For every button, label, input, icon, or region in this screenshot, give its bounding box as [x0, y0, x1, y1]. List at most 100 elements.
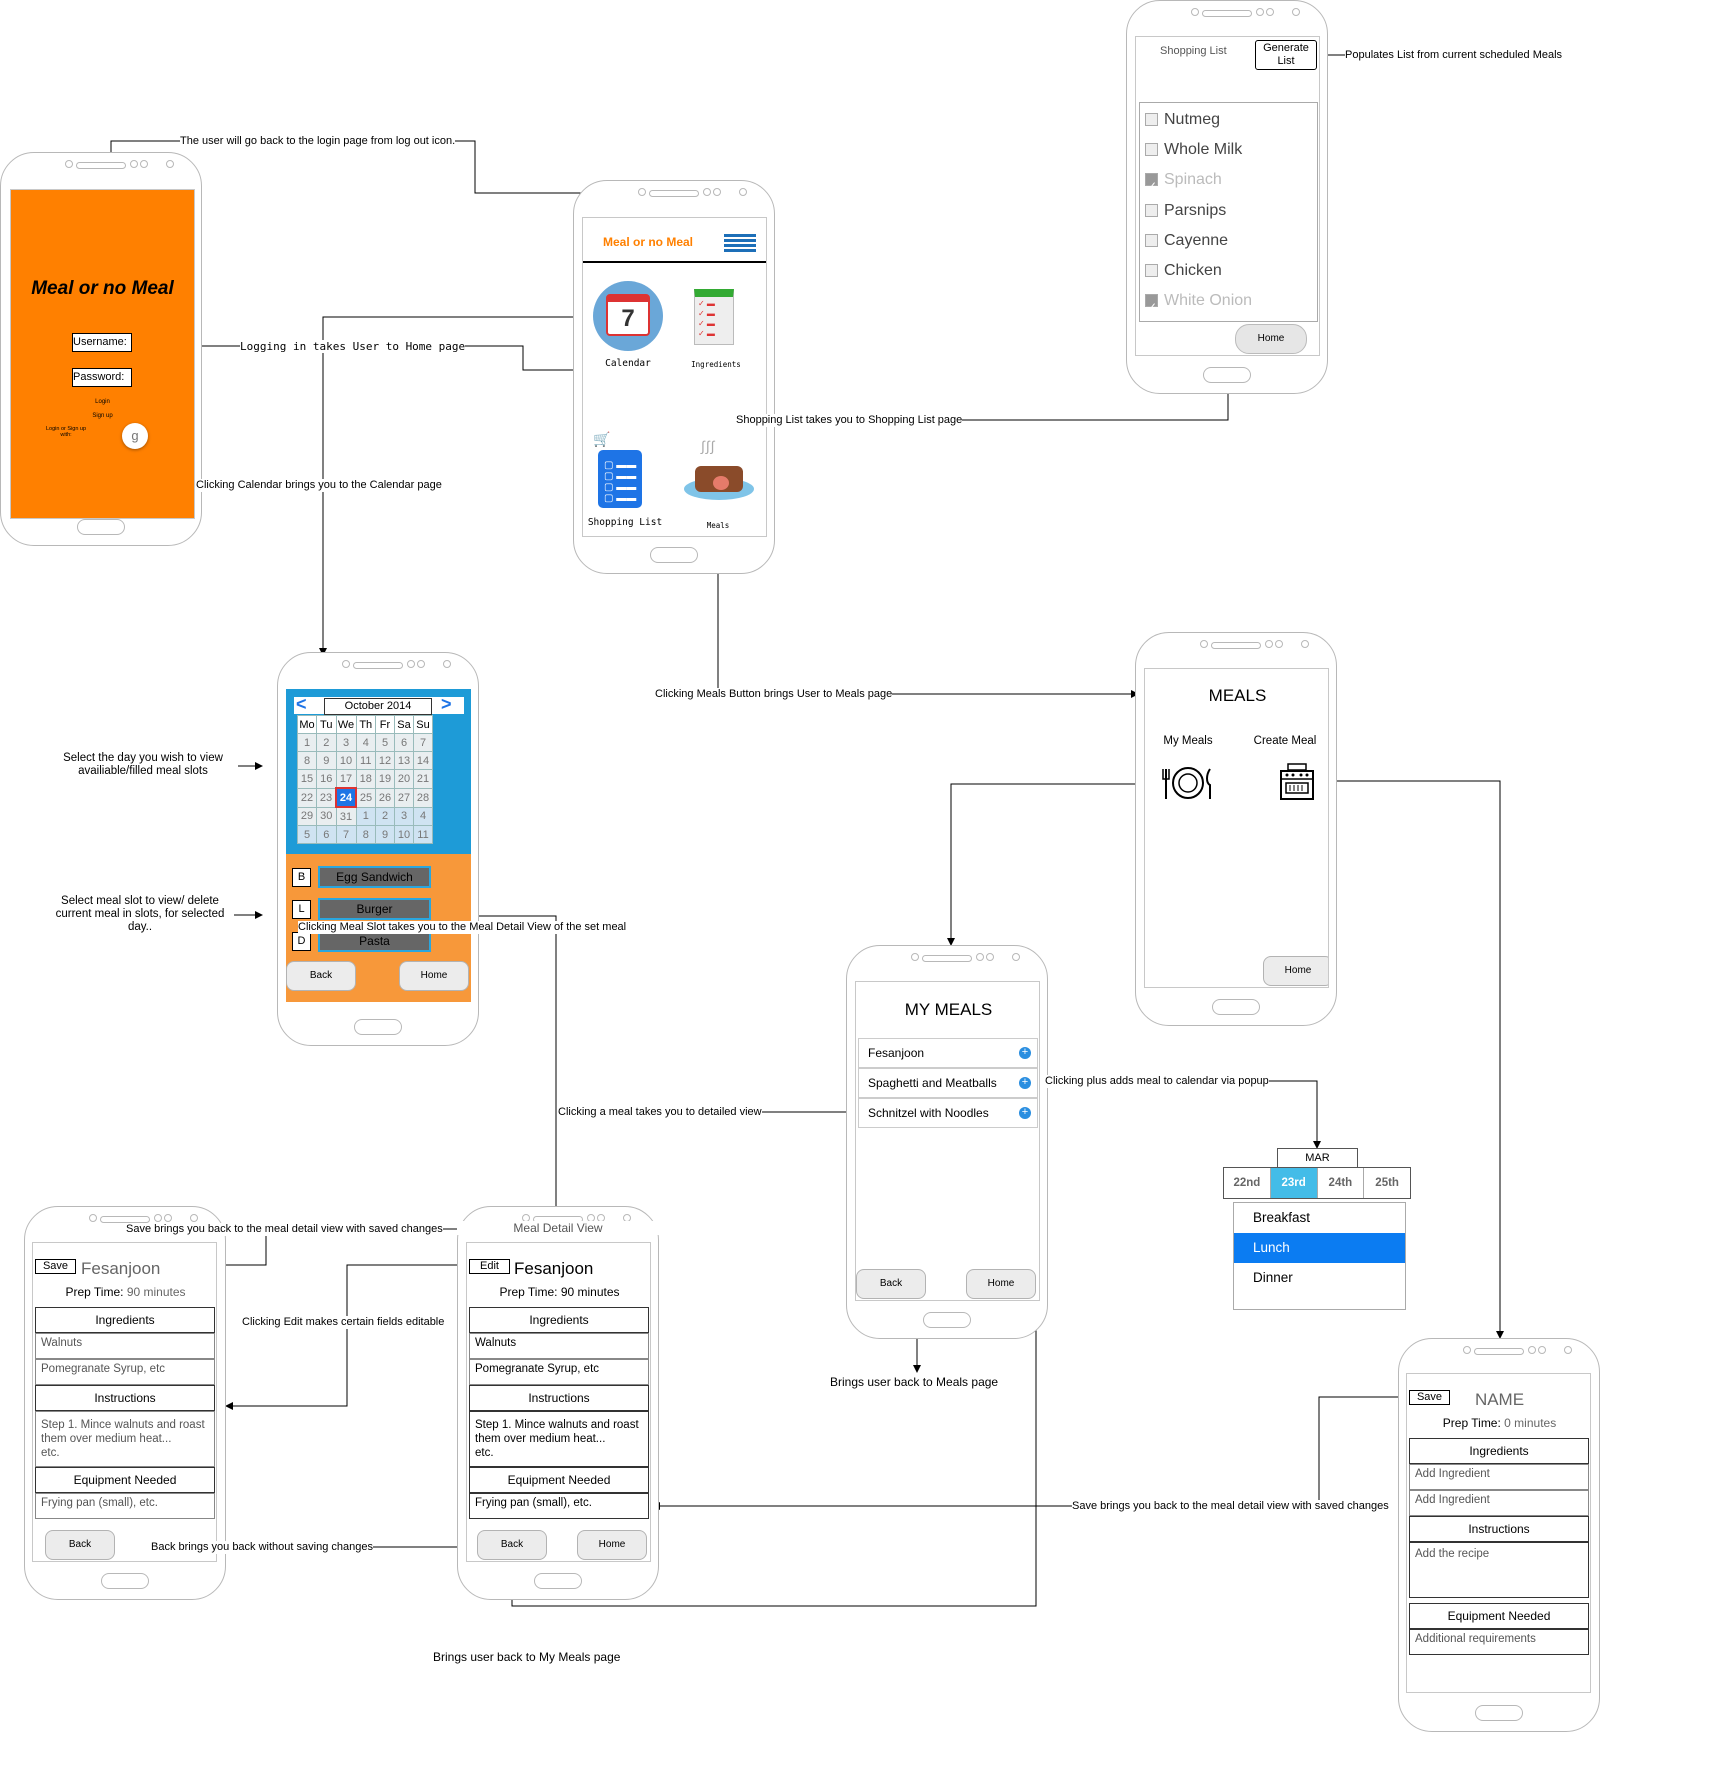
calendar-day[interactable]: 6 — [394, 733, 414, 752]
my-meals-back-button[interactable]: Back — [856, 1269, 926, 1299]
calendar-day[interactable]: 6 — [316, 825, 337, 844]
calendar-day[interactable]: 15 — [297, 769, 317, 789]
calendar-day[interactable]: 31 — [335, 806, 357, 826]
calendar-day[interactable]: 9 — [316, 751, 337, 770]
add-to-calendar-icon[interactable]: + — [1019, 1107, 1031, 1119]
calendar-day[interactable]: 18 — [355, 769, 376, 789]
edit-button[interactable]: Edit — [469, 1259, 510, 1274]
date-tab-selected[interactable]: 23rd — [1270, 1168, 1318, 1198]
calendar-day[interactable]: 23 — [316, 787, 337, 808]
calendar-day[interactable]: 7 — [335, 825, 357, 844]
calendar-day[interactable]: 27 — [394, 787, 414, 808]
calendar-day[interactable]: 7 — [413, 733, 433, 752]
calendar-day[interactable]: 3 — [394, 806, 414, 826]
calendar-home-button[interactable]: Home — [399, 961, 469, 991]
edit-save-button[interactable]: Save — [35, 1259, 76, 1274]
edit-equipment-field[interactable]: Frying pan (small), etc. — [35, 1493, 215, 1519]
next-month-button[interactable]: > — [441, 694, 452, 714]
shopping-item[interactable]: Whole Milk — [1145, 135, 1315, 165]
calendar-day[interactable]: 12 — [375, 751, 395, 770]
calendar-day[interactable]: 8 — [355, 825, 376, 844]
calendar-day[interactable]: 25 — [355, 787, 376, 808]
password-field[interactable]: Password: — [72, 368, 132, 387]
shopping-item[interactable]: Spinach — [1145, 165, 1315, 201]
shopping-item[interactable]: Parsnips — [1145, 195, 1315, 226]
shopping-item[interactable]: Cayenne — [1145, 226, 1315, 256]
date-tab[interactable]: 25th — [1375, 1177, 1399, 1189]
calendar-day[interactable]: 4 — [355, 733, 376, 752]
calendar-day[interactable]: 2 — [316, 733, 337, 752]
my-meals-home-button[interactable]: Home — [966, 1269, 1036, 1299]
shopping-list-icon[interactable]: ▢ ▬▬▢ ▬▬▢ ▬▬▢ ▬▬ — [598, 450, 642, 508]
prev-month-button[interactable]: < — [296, 694, 307, 714]
calendar-day[interactable]: 2 — [375, 806, 395, 826]
calendar-day[interactable]: 17 — [335, 769, 357, 789]
ingredients-icon[interactable]: ✓ ▬✓ ▬✓ ▬✓ ▬ — [694, 289, 734, 345]
calendar-day[interactable]: 22 — [297, 787, 317, 808]
signup-link[interactable]: Sign up — [92, 413, 113, 419]
create-equipment-field[interactable]: Additional requirements — [1409, 1629, 1589, 1655]
calendar-back-button[interactable]: Back — [286, 961, 356, 991]
calendar-day[interactable]: 16 — [316, 769, 337, 789]
edit-ingredient-item[interactable]: Pomegranate Syrup, etc — [35, 1359, 215, 1385]
login-link[interactable]: Login — [95, 399, 110, 405]
logout-menu-icon[interactable] — [724, 234, 756, 252]
calendar-day[interactable]: 8 — [297, 751, 317, 770]
create-meal-stove-icon[interactable] — [1279, 761, 1315, 801]
calendar-day[interactable]: 19 — [375, 769, 395, 789]
calendar-day[interactable]: 4 — [413, 806, 433, 826]
calendar-day[interactable]: 9 — [375, 825, 395, 844]
meal-row[interactable]: Schnitzel with Noodles + — [858, 1098, 1038, 1128]
calendar-day[interactable]: 29 — [297, 806, 317, 826]
calendar-day[interactable]: 28 — [413, 787, 433, 808]
shopping-home-button[interactable]: Home — [1235, 324, 1307, 354]
create-ingredient-field[interactable]: Add Ingredient — [1409, 1490, 1589, 1516]
calendar-day[interactable]: 14 — [413, 751, 433, 770]
calendar-day[interactable]: 5 — [297, 825, 317, 844]
create-instructions-field[interactable]: Add the recipe — [1409, 1542, 1589, 1598]
generate-list-button[interactable]: Generate List — [1255, 40, 1317, 70]
calendar-day-selected[interactable]: 24 — [335, 787, 357, 808]
calendar-day[interactable]: 13 — [394, 751, 414, 770]
username-field[interactable]: Username: — [72, 333, 132, 352]
google-signin-button[interactable]: g — [122, 423, 148, 449]
meal-option-dinner[interactable]: Dinner — [1253, 1270, 1293, 1285]
calendar-day[interactable]: 1 — [297, 733, 317, 752]
calendar-day[interactable]: 10 — [335, 751, 357, 770]
calendar-day[interactable]: 1 — [355, 806, 376, 826]
edit-ingredient-item[interactable]: Walnuts — [35, 1333, 215, 1359]
shopping-item[interactable]: Nutmeg — [1145, 105, 1315, 135]
edit-meal-name-field[interactable]: Fesanjoon — [81, 1259, 161, 1278]
date-tab[interactable]: 24th — [1318, 1168, 1365, 1198]
meals-icon[interactable]: ∫∫∫ — [683, 438, 755, 510]
meal-row[interactable]: Fesanjoon + — [858, 1038, 1038, 1068]
meals-home-button[interactable]: Home — [1263, 956, 1328, 986]
breakfast-slot[interactable]: Egg Sandwich — [318, 866, 431, 888]
add-to-calendar-icon[interactable]: + — [1019, 1077, 1031, 1089]
calendar-icon[interactable]: 7 — [593, 281, 663, 351]
add-to-calendar-icon[interactable]: + — [1019, 1047, 1031, 1059]
calendar-day[interactable]: 26 — [375, 787, 395, 808]
meal-option-breakfast[interactable]: Breakfast — [1253, 1210, 1311, 1225]
create-prep-time[interactable]: Prep Time: 0 minutes — [1442, 1416, 1557, 1430]
calendar-day[interactable]: 5 — [375, 733, 395, 752]
create-save-button[interactable]: Save — [1409, 1390, 1450, 1405]
create-ingredient-field[interactable]: Add Ingredient — [1409, 1464, 1589, 1490]
meal-option-lunch[interactable]: Lunch — [1234, 1233, 1405, 1263]
calendar-day[interactable]: 21 — [413, 769, 433, 789]
shopping-item[interactable]: Chicken — [1145, 256, 1315, 286]
create-meal-name-field[interactable]: NAME — [1474, 1390, 1525, 1409]
edit-prep-time[interactable]: Prep Time: 90 minutes — [65, 1285, 186, 1299]
calendar-day[interactable]: 11 — [413, 825, 433, 844]
calendar-day[interactable]: 10 — [394, 825, 414, 844]
my-meals-plate-icon[interactable] — [1160, 765, 1216, 801]
meal-row[interactable]: Spaghetti and Meatballs + — [858, 1068, 1038, 1098]
shopping-item[interactable]: White Onion — [1145, 286, 1315, 322]
calendar-day[interactable]: 11 — [355, 751, 376, 770]
detail-home-button[interactable]: Home — [577, 1530, 647, 1560]
lunch-slot[interactable]: Burger — [318, 898, 431, 920]
calendar-day[interactable]: 30 — [316, 806, 337, 826]
edit-back-button[interactable]: Back — [45, 1530, 115, 1560]
calendar-day[interactable]: 3 — [335, 733, 357, 752]
